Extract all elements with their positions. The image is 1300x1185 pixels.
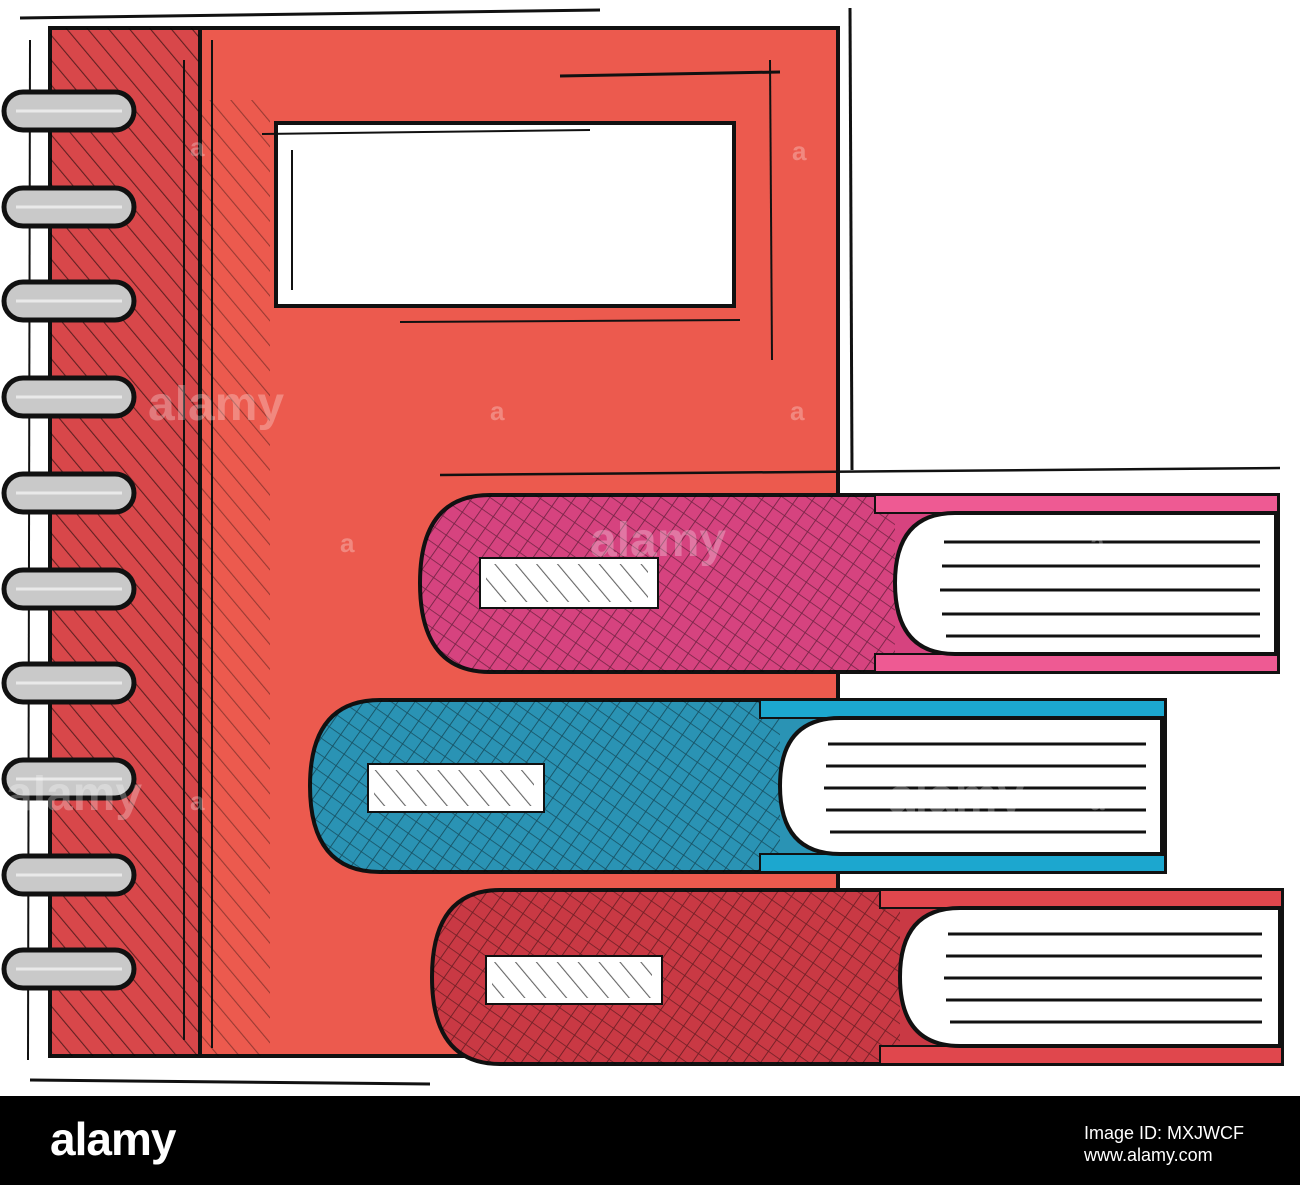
- watermark-footer-bar: alamy Image ID: MXJWCF www.alamy.com: [0, 1096, 1300, 1185]
- notebook-label: [261, 121, 741, 323]
- book-bottom: [429, 888, 1284, 1066]
- spiral-rings: [1, 89, 137, 991]
- book-stack: [307, 466, 1284, 1066]
- watermark-letter: a: [792, 136, 807, 166]
- watermark-text: alamy: [888, 770, 1024, 823]
- notebook: [1, 7, 854, 1086]
- book-top: [417, 466, 1281, 674]
- watermark-text: alamy: [590, 514, 726, 567]
- watermark-letter: a: [490, 136, 505, 166]
- alamy-logo: alamy: [50, 1113, 176, 1165]
- watermark-letter: a: [1090, 786, 1105, 816]
- watermark-letter: a: [490, 396, 505, 426]
- site-url-text: www.alamy.com: [1083, 1145, 1213, 1165]
- watermark-letter: a: [340, 528, 355, 558]
- watermark-layer: alamy alamy alamy alamy a a a a a a a a …: [6, 132, 1105, 823]
- image-id-block: Image ID: MXJWCF www.alamy.com: [1084, 1122, 1244, 1166]
- watermark-text: alamy: [6, 768, 142, 821]
- watermark-letter: a: [190, 132, 205, 162]
- book-middle: [307, 698, 1167, 874]
- notebook-and-books-illustration: alamy alamy alamy alamy a a a a a a a a …: [1, 7, 1284, 1086]
- watermark-letter: a: [790, 396, 805, 426]
- watermark-text: alamy: [148, 378, 284, 431]
- watermark-letter: a: [1090, 528, 1105, 558]
- watermark-letter: a: [190, 786, 205, 816]
- image-id-text: Image ID: MXJWCF: [1083, 1123, 1244, 1143]
